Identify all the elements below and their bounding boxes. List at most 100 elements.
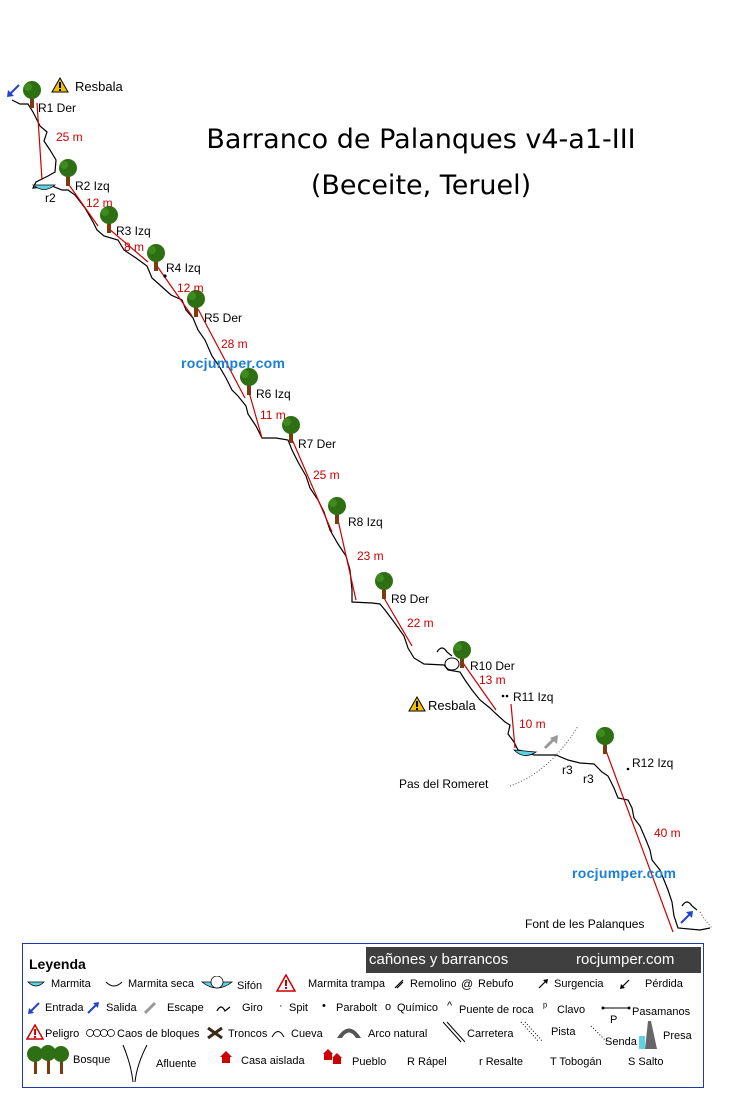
marmita-trampa-icon bbox=[276, 974, 296, 992]
casa-icon bbox=[220, 1051, 232, 1063]
legend-box: Leyenda cañones y barrancos rocjumper.co… bbox=[22, 943, 704, 1088]
rappel-length: 28 m bbox=[221, 337, 248, 351]
place-font-palanques: Font de les Palanques bbox=[525, 917, 645, 931]
spit-icon bbox=[163, 274, 167, 278]
spit-icon bbox=[505, 694, 509, 698]
legend-item-label: Entrada bbox=[45, 1002, 84, 1014]
legend-item-label: Marmita seca bbox=[128, 978, 195, 990]
pasamanos-icon bbox=[601, 1006, 631, 1010]
legend-item-label: Peligro bbox=[45, 1028, 80, 1040]
bosque-icon bbox=[27, 1045, 69, 1074]
canyon-topo bbox=[7, 76, 713, 933]
title-line2: (Beceite, Teruel) bbox=[310, 170, 532, 201]
puente-roca-icon: ^ bbox=[447, 1000, 453, 1012]
legend-item-label: Marmita bbox=[51, 978, 91, 990]
surgencia-icon bbox=[538, 979, 548, 989]
anchor-label-r10: R10 Der bbox=[470, 659, 515, 673]
legend-item-label: Troncos bbox=[228, 1028, 268, 1040]
cueva-icon bbox=[271, 1031, 285, 1038]
legend-title: Leyenda bbox=[29, 956, 86, 972]
banner-url: rocjumper.com bbox=[576, 951, 675, 968]
resalte-label: r3 bbox=[583, 772, 594, 786]
quimico-icon: o bbox=[385, 1001, 392, 1013]
legend-item-label: Arco natural bbox=[368, 1028, 428, 1040]
banner-text: cañones y barrancos bbox=[369, 951, 509, 968]
rappel-length: 23 m bbox=[357, 549, 384, 563]
marmita-seca-icon bbox=[444, 657, 460, 671]
rappel-length: 25 m bbox=[56, 130, 83, 144]
escape-arrow-icon bbox=[543, 735, 558, 750]
anchor-label-r4: R4 Izq bbox=[166, 261, 201, 275]
tree-icon bbox=[453, 641, 471, 668]
marmita-icon bbox=[27, 981, 45, 987]
legend-item-label: Pérdida bbox=[645, 978, 683, 990]
exit-arrow-icon bbox=[680, 911, 693, 924]
anchor-label-r7: R7 Der bbox=[298, 437, 337, 451]
legend-item-label: Clavo bbox=[557, 1004, 586, 1016]
escape-icon bbox=[143, 1001, 157, 1015]
anchor-label-r8: R8 Izq bbox=[348, 515, 383, 529]
parabolt-icon: • bbox=[322, 1000, 326, 1012]
warning-label: Resbala bbox=[428, 698, 476, 713]
pool-icon bbox=[512, 749, 538, 756]
legend-item-label: Parabolt bbox=[336, 1002, 377, 1014]
anchor-label-r6: R6 Izq bbox=[256, 387, 291, 401]
legend-item-label: Remolino bbox=[410, 978, 457, 990]
tree-icon bbox=[328, 497, 346, 524]
legend-item-label: Presa bbox=[663, 1030, 692, 1042]
legend-item-label: Pista bbox=[551, 1026, 576, 1038]
legend-item-label: Surgencia bbox=[554, 978, 604, 990]
resalte-label: r2 bbox=[45, 191, 56, 205]
legend-item-label: Afluente bbox=[156, 1058, 197, 1070]
path-dotted bbox=[509, 725, 579, 787]
rope-lines bbox=[36, 102, 674, 933]
legend-item-label: Spit bbox=[289, 1002, 308, 1014]
watermark: rocjumper.com bbox=[181, 355, 286, 371]
watermark: rocjumper.com bbox=[572, 865, 677, 881]
giro-icon bbox=[436, 647, 453, 657]
rappel-length: 12 m bbox=[86, 196, 113, 210]
giro-icon bbox=[681, 901, 698, 911]
rappel-length: 11 m bbox=[260, 408, 286, 422]
legend-item-label: Puente de roca bbox=[459, 1004, 534, 1016]
marmita-seca-icon bbox=[105, 981, 123, 987]
legend-banner: cañones y barrancos rocjumper.com bbox=[366, 947, 701, 973]
peligro-icon bbox=[26, 1024, 44, 1040]
arco-icon bbox=[337, 1028, 361, 1038]
presa-p-label: P bbox=[610, 1014, 618, 1026]
place-pas-del-romeret: Pas del Romeret bbox=[399, 777, 489, 791]
rappel-length: 12 m bbox=[177, 281, 204, 295]
legend-item-label: Carretera bbox=[467, 1028, 514, 1040]
entrada-icon bbox=[28, 1002, 40, 1014]
perdida-icon bbox=[620, 979, 630, 989]
anchor-label-r2: R2 Izq bbox=[75, 179, 110, 193]
warning-label: Resbala bbox=[75, 79, 123, 94]
legend-item-label: Pasamanos bbox=[632, 1006, 691, 1018]
rappel-length: 13 m bbox=[479, 673, 506, 687]
resalte-label: r3 bbox=[562, 763, 573, 777]
anchor-label-r12: R12 Izq bbox=[632, 756, 674, 770]
anchor-label-r9: R9 Der bbox=[391, 592, 430, 606]
spit-icon bbox=[501, 694, 505, 698]
pueblo-icon bbox=[323, 1049, 342, 1064]
rappel-length: 25 m bbox=[313, 468, 340, 482]
warning-icon bbox=[51, 76, 69, 93]
legend-item-label: Casa aislada bbox=[241, 1055, 305, 1067]
legend-item-label: Marmita trampa bbox=[308, 978, 386, 990]
legend-item-label: Giro bbox=[242, 1002, 263, 1014]
anchor-label-r11: R11 Izq bbox=[513, 690, 554, 704]
legend-item-label: Químico bbox=[397, 1002, 438, 1014]
legend-item-label: Rebufo bbox=[478, 978, 514, 990]
tree-icon bbox=[596, 727, 614, 754]
rappel-length: 22 m bbox=[407, 616, 434, 630]
legend-item-label: Pueblo bbox=[352, 1056, 387, 1068]
salida-icon bbox=[87, 1002, 99, 1014]
legend-item-label: Salida bbox=[106, 1002, 137, 1014]
legend-item-label: R Rápel bbox=[407, 1056, 447, 1068]
anchor-label-r5: R5 Der bbox=[204, 311, 243, 325]
tree-icon bbox=[147, 244, 165, 271]
legend-item-label: Bosque bbox=[73, 1054, 111, 1066]
sifon-icon bbox=[201, 976, 233, 989]
clavo-icon: ᵖ bbox=[543, 1001, 548, 1013]
giro-icon bbox=[216, 1006, 231, 1012]
